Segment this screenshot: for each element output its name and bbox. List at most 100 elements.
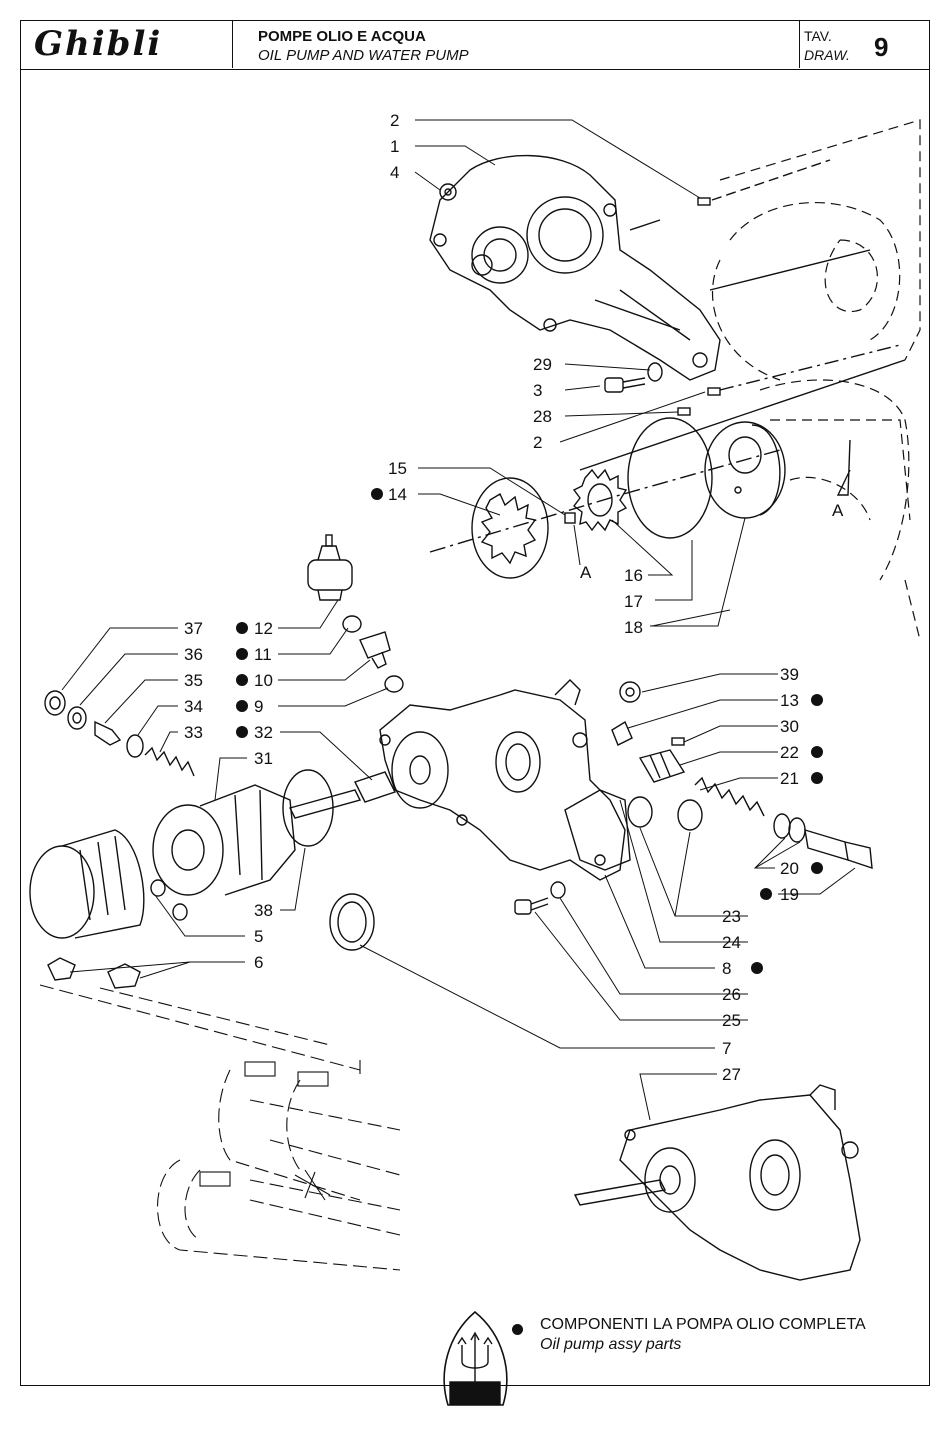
leader-14 bbox=[418, 493, 501, 516]
callout-10: 10 bbox=[254, 671, 273, 690]
leader-32 bbox=[280, 731, 373, 781]
part-11-washer bbox=[342, 615, 362, 633]
leader-29 bbox=[564, 363, 651, 371]
part-36-seal bbox=[67, 706, 87, 730]
callout-13: 13 bbox=[780, 691, 799, 710]
part-17-o-ring bbox=[627, 417, 713, 539]
legend-italian: COMPONENTI LA POMPA OLIO COMPLETA bbox=[540, 1316, 866, 1333]
engine-block-outline bbox=[712, 119, 921, 641]
callout-29: 29 bbox=[533, 355, 552, 374]
leader-34 bbox=[137, 705, 178, 736]
dot-32 bbox=[236, 726, 248, 738]
callout-15: 15 bbox=[388, 459, 407, 478]
part-10-fitting bbox=[359, 631, 391, 669]
part-16-inner-gear bbox=[572, 468, 628, 532]
leader-lines bbox=[61, 119, 856, 1121]
leader-24 bbox=[619, 799, 748, 943]
part-4-nut bbox=[439, 183, 457, 201]
leader-15 bbox=[418, 467, 566, 516]
callout-35: 35 bbox=[184, 671, 203, 690]
part-29-washer bbox=[647, 362, 663, 382]
callout-39: 39 bbox=[780, 665, 799, 684]
leader-21 bbox=[699, 777, 778, 791]
callout-labels: 2 1 4 29 3 28 2 15 14 A A 16 17 18 37 36… bbox=[184, 111, 844, 1084]
dot-9 bbox=[236, 700, 248, 712]
screw-axis-line bbox=[719, 344, 901, 391]
leader-1 bbox=[415, 145, 496, 166]
leader-39 bbox=[641, 673, 778, 693]
leader-13 bbox=[627, 699, 778, 729]
leader-a1 bbox=[573, 524, 581, 566]
water-pump-body bbox=[429, 154, 721, 381]
dot-10 bbox=[236, 674, 248, 686]
title-italian: POMPE OLIO E ACQUA bbox=[258, 28, 426, 45]
part-14-outer-rotor bbox=[471, 477, 549, 579]
part-5-plug bbox=[150, 879, 188, 921]
part-31-filter-adapter bbox=[152, 784, 296, 896]
leader-27 bbox=[639, 1073, 717, 1121]
leader-9 bbox=[278, 687, 389, 707]
leader-30 bbox=[683, 725, 778, 743]
part-3-screw bbox=[604, 377, 646, 393]
legend: COMPONENTI LA POMPA OLIO COMPLETA Oil pu… bbox=[540, 1316, 866, 1354]
callout-16: 16 bbox=[624, 566, 643, 585]
part-8-relief-housing bbox=[564, 789, 631, 871]
callout-22: 22 bbox=[780, 743, 799, 762]
callout-27: 27 bbox=[722, 1065, 741, 1084]
brand-logo: Ghibli bbox=[34, 24, 163, 64]
oil-lines-dashed bbox=[39, 984, 401, 1271]
leader-5 bbox=[154, 894, 245, 937]
callout-26: 26 bbox=[722, 985, 741, 1004]
part-25-screw bbox=[514, 897, 549, 915]
callout-38: 38 bbox=[254, 901, 273, 920]
leader-35 bbox=[104, 679, 178, 724]
part-23-o-rings bbox=[627, 796, 703, 831]
gear-axis-line-2 bbox=[579, 359, 906, 471]
drawing-number: 9 bbox=[874, 32, 889, 62]
gear-axis-line bbox=[429, 449, 781, 553]
oil-pump-body bbox=[379, 679, 626, 881]
part-33-spring bbox=[144, 746, 195, 777]
callout-31: 31 bbox=[254, 749, 273, 768]
leader-37 bbox=[61, 627, 178, 691]
part-9-washer bbox=[384, 675, 404, 693]
part-28-dowel bbox=[677, 407, 691, 416]
title-block: Ghibli POMPE OLIO E ACQUA OIL PUMP AND W… bbox=[20, 20, 930, 70]
callout-section-a-lower: A bbox=[580, 563, 592, 582]
leader-7 bbox=[359, 944, 715, 1049]
oil-line-fittings bbox=[199, 1061, 331, 1201]
callout-3: 3 bbox=[533, 381, 542, 400]
dot-13 bbox=[811, 694, 823, 706]
dot-22 bbox=[811, 746, 823, 758]
callout-18: 18 bbox=[624, 618, 643, 637]
callout-14: 14 bbox=[388, 485, 407, 504]
leader-2a bbox=[415, 119, 701, 199]
leader-2b bbox=[559, 391, 706, 443]
dot-19 bbox=[760, 888, 772, 900]
leader-31 bbox=[214, 757, 247, 801]
part-7-seal bbox=[329, 893, 375, 951]
callout-12: 12 bbox=[254, 619, 273, 638]
callout-8: 8 bbox=[722, 959, 731, 978]
legend-english: Oil pump assy parts bbox=[540, 1336, 682, 1353]
part-32-stud bbox=[288, 771, 396, 819]
dot-11 bbox=[236, 648, 248, 660]
callout-34: 34 bbox=[184, 697, 203, 716]
leader-20 bbox=[753, 837, 801, 869]
callout-28: 28 bbox=[533, 407, 552, 426]
callout-7: 7 bbox=[722, 1039, 731, 1058]
leader-36 bbox=[79, 653, 178, 706]
part-19-relief-plug bbox=[804, 829, 873, 870]
leader-33 bbox=[159, 731, 178, 753]
trident-emblem bbox=[443, 1310, 508, 1406]
callout-5: 5 bbox=[254, 927, 263, 946]
leader-8 bbox=[604, 874, 715, 969]
draw-label: DRAW. bbox=[804, 47, 850, 63]
part-21-spring bbox=[694, 776, 765, 817]
leader-4 bbox=[414, 171, 441, 191]
part-13-plug bbox=[611, 720, 633, 746]
callout-30: 30 bbox=[780, 717, 799, 736]
callout-24: 24 bbox=[722, 933, 741, 952]
callout-17: 17 bbox=[624, 592, 643, 611]
